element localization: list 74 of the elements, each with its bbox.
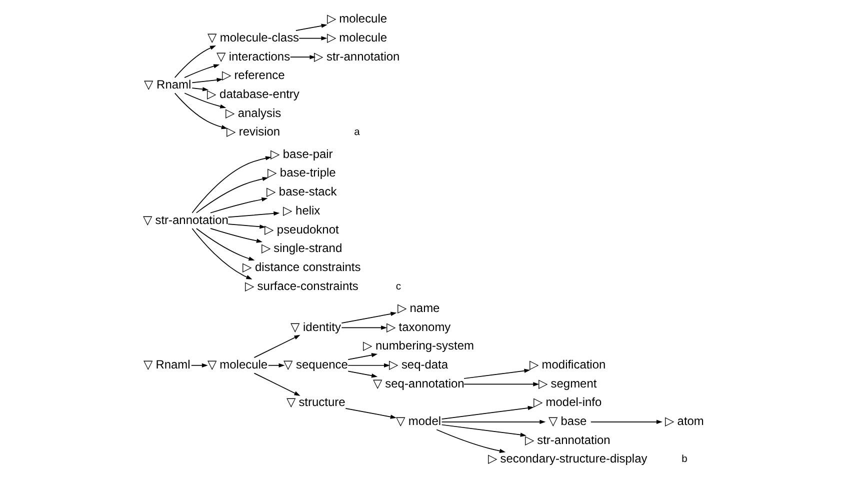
node-text: ▽ molecule-class [208,30,300,44]
node-text: ▷ str-annotation [524,432,610,447]
arrow [268,363,285,368]
node-text: ▷ surface-constraints [244,278,358,293]
arrow [464,382,540,386]
node-text: ▽ Rnaml [144,78,192,92]
node-text: ▷ database-entry [207,86,300,101]
arrow [345,408,396,419]
arrow [254,334,300,358]
arrow [348,353,378,360]
arrow [196,228,255,261]
node-text: ▷ base-triple [268,166,336,180]
label: c [396,281,402,292]
node-text: ▽ sequence [284,358,348,372]
node-text: ▷ analysis [226,106,282,120]
node-text: ▷ model-info [533,395,602,410]
node-text: ▷ base-pair [270,146,333,161]
arrow [196,176,268,214]
arrow [441,420,546,424]
arrow [348,370,378,378]
node-text: ▷ single-strand [261,241,342,256]
arrow [190,363,208,368]
arrow [192,156,272,214]
arrow [192,228,252,280]
arrow [184,64,220,78]
arrow [290,55,316,60]
arrow [341,326,388,330]
arrow [174,46,216,78]
label: b [682,454,688,466]
arrow [192,87,209,92]
node-text: ▽ model [396,414,442,428]
node-text: ▽ identity [290,320,341,334]
arrow [254,372,300,396]
label: a [354,127,360,138]
node-text: ▷ taxonomy [386,320,451,334]
node-text: ▷ molecule [326,12,388,26]
node-text: ▷ atom [664,414,704,428]
arrow [298,36,328,40]
arrow [464,368,530,379]
arrow [192,78,223,84]
node-text: ▷ modification [529,358,606,372]
arrow [174,92,228,130]
arrow [228,224,266,229]
node-text: ▷ secondary-structure-display [488,452,648,466]
node-text: ▷ seq-data [389,358,448,372]
node-text: ▷ molecule [326,30,388,44]
arrow [590,420,662,424]
arrow [441,406,534,420]
node-text: ▷ base-stack [266,184,337,199]
arrow [184,92,226,108]
arrow [210,197,268,214]
node-text: ▷ str-annotation [314,49,400,64]
arrow [348,363,390,368]
node-text: ▷ pseudoknot [264,222,339,236]
node-text: ▽ str-annotation [142,212,228,227]
node-text: ▷ segment [538,376,597,390]
node-text: ▷ numbering-system [363,338,474,353]
node-text: ▷ reference [222,68,285,82]
node-text: ▷ revision [226,124,280,139]
arrow [210,228,262,243]
arrow [341,312,397,324]
arrow [295,24,328,31]
node-text: ▽ interactions [216,49,290,64]
node-text: ▽ molecule [207,358,268,372]
arrow [228,211,280,218]
node-text: ▷ helix [283,203,320,218]
arrow [436,429,506,453]
arrow [441,424,526,437]
node-text: ▽ Rnaml [143,358,190,372]
node-text: ▷ name [397,301,440,316]
node-text: ▽ structure [286,395,346,410]
node-text: ▽ seq-annotation [372,376,464,390]
node-text: ▷ distance constraints [242,260,361,274]
node-text: ▽ base [548,414,587,428]
